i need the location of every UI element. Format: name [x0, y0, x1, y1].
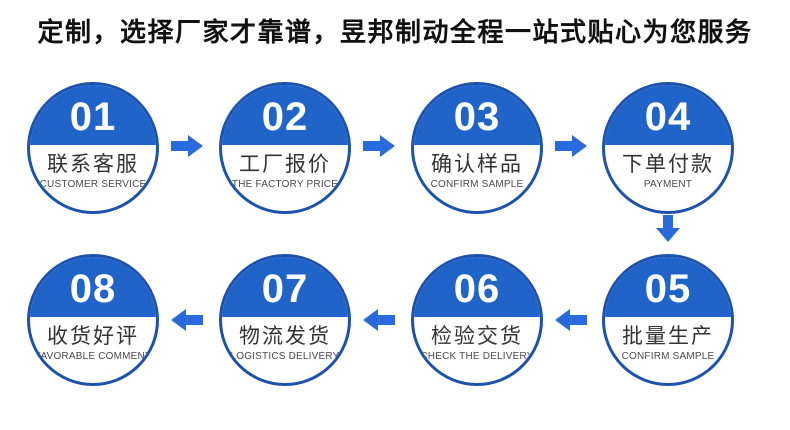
step-circle-08: 08 收货好评 FAVORABLE COMMENT: [27, 254, 159, 386]
step-label-cn: 批量生产: [622, 325, 714, 348]
step-label-en: PAYMENT: [643, 179, 693, 190]
step-number: 06: [453, 267, 501, 311]
step-label-en: THE FACTORY PRICE: [231, 179, 339, 190]
step-number-area: 05: [605, 257, 731, 317]
step-circle-02: 02 工厂报价 THE FACTORY PRICE: [219, 82, 351, 214]
step-circle-07: 07 物流发货 LOGISTICS DELIVERY: [219, 254, 351, 386]
step-circle-03: 03 确认样品 CONFIRM SAMPLE: [411, 82, 543, 214]
left-arrow-icon: [363, 309, 395, 331]
left-arrow-icon: [555, 309, 587, 331]
step-label-cn: 物流发货: [239, 325, 331, 348]
step-number-area: 01: [30, 85, 156, 145]
step-circle-04: 04 下单付款 PAYMENT: [602, 82, 734, 214]
step-number: 08: [69, 267, 117, 311]
step-number-area: 06: [414, 257, 540, 317]
step-number: 07: [261, 267, 309, 311]
step-number-area: 08: [30, 257, 156, 317]
step-label-en: FAVORABLE COMMENT: [34, 351, 152, 362]
step-label-cn: 联系客服: [47, 153, 139, 176]
step-circle-05: 05 批量生产 CONFIRM SAMPLE: [602, 254, 734, 386]
right-arrow-icon: [555, 135, 587, 157]
down-arrow-icon: [656, 215, 680, 242]
step-number-area: 03: [414, 85, 540, 145]
step-label-cn: 下单付款: [622, 153, 714, 176]
step-circle-06: 06 检验交货 CHECK THE DELIVERY: [411, 254, 543, 386]
step-number-area: 07: [222, 257, 348, 317]
step-label-en: CONFIRM SAMPLE: [621, 351, 715, 362]
step-label-cn: 工厂报价: [239, 153, 331, 176]
step-number: 04: [644, 95, 692, 139]
step-label-en: CONFIRM SAMPLE: [430, 179, 524, 190]
right-arrow-icon: [363, 135, 395, 157]
step-number: 05: [644, 267, 692, 311]
page-title: 定制，选择厂家才靠谱，昱邦制动全程一站式贴心为您服务: [37, 17, 753, 47]
step-number-area: 04: [605, 85, 731, 145]
step-label-en: CHECK THE DELIVERY: [420, 351, 534, 362]
step-number: 02: [261, 95, 309, 139]
step-label-cn: 确认样品: [431, 153, 523, 176]
right-arrow-icon: [171, 135, 203, 157]
step-label-en: CUSTOMER SERVICE: [39, 179, 147, 190]
left-arrow-icon: [171, 309, 203, 331]
step-label-en: LOGISTICS DELIVERY: [230, 351, 340, 362]
step-label-cn: 收货好评: [47, 325, 139, 348]
step-number-area: 02: [222, 85, 348, 145]
step-circle-01: 01 联系客服 CUSTOMER SERVICE: [27, 82, 159, 214]
step-number: 03: [453, 95, 501, 139]
step-number: 01: [69, 95, 117, 139]
step-label-cn: 检验交货: [431, 325, 523, 348]
